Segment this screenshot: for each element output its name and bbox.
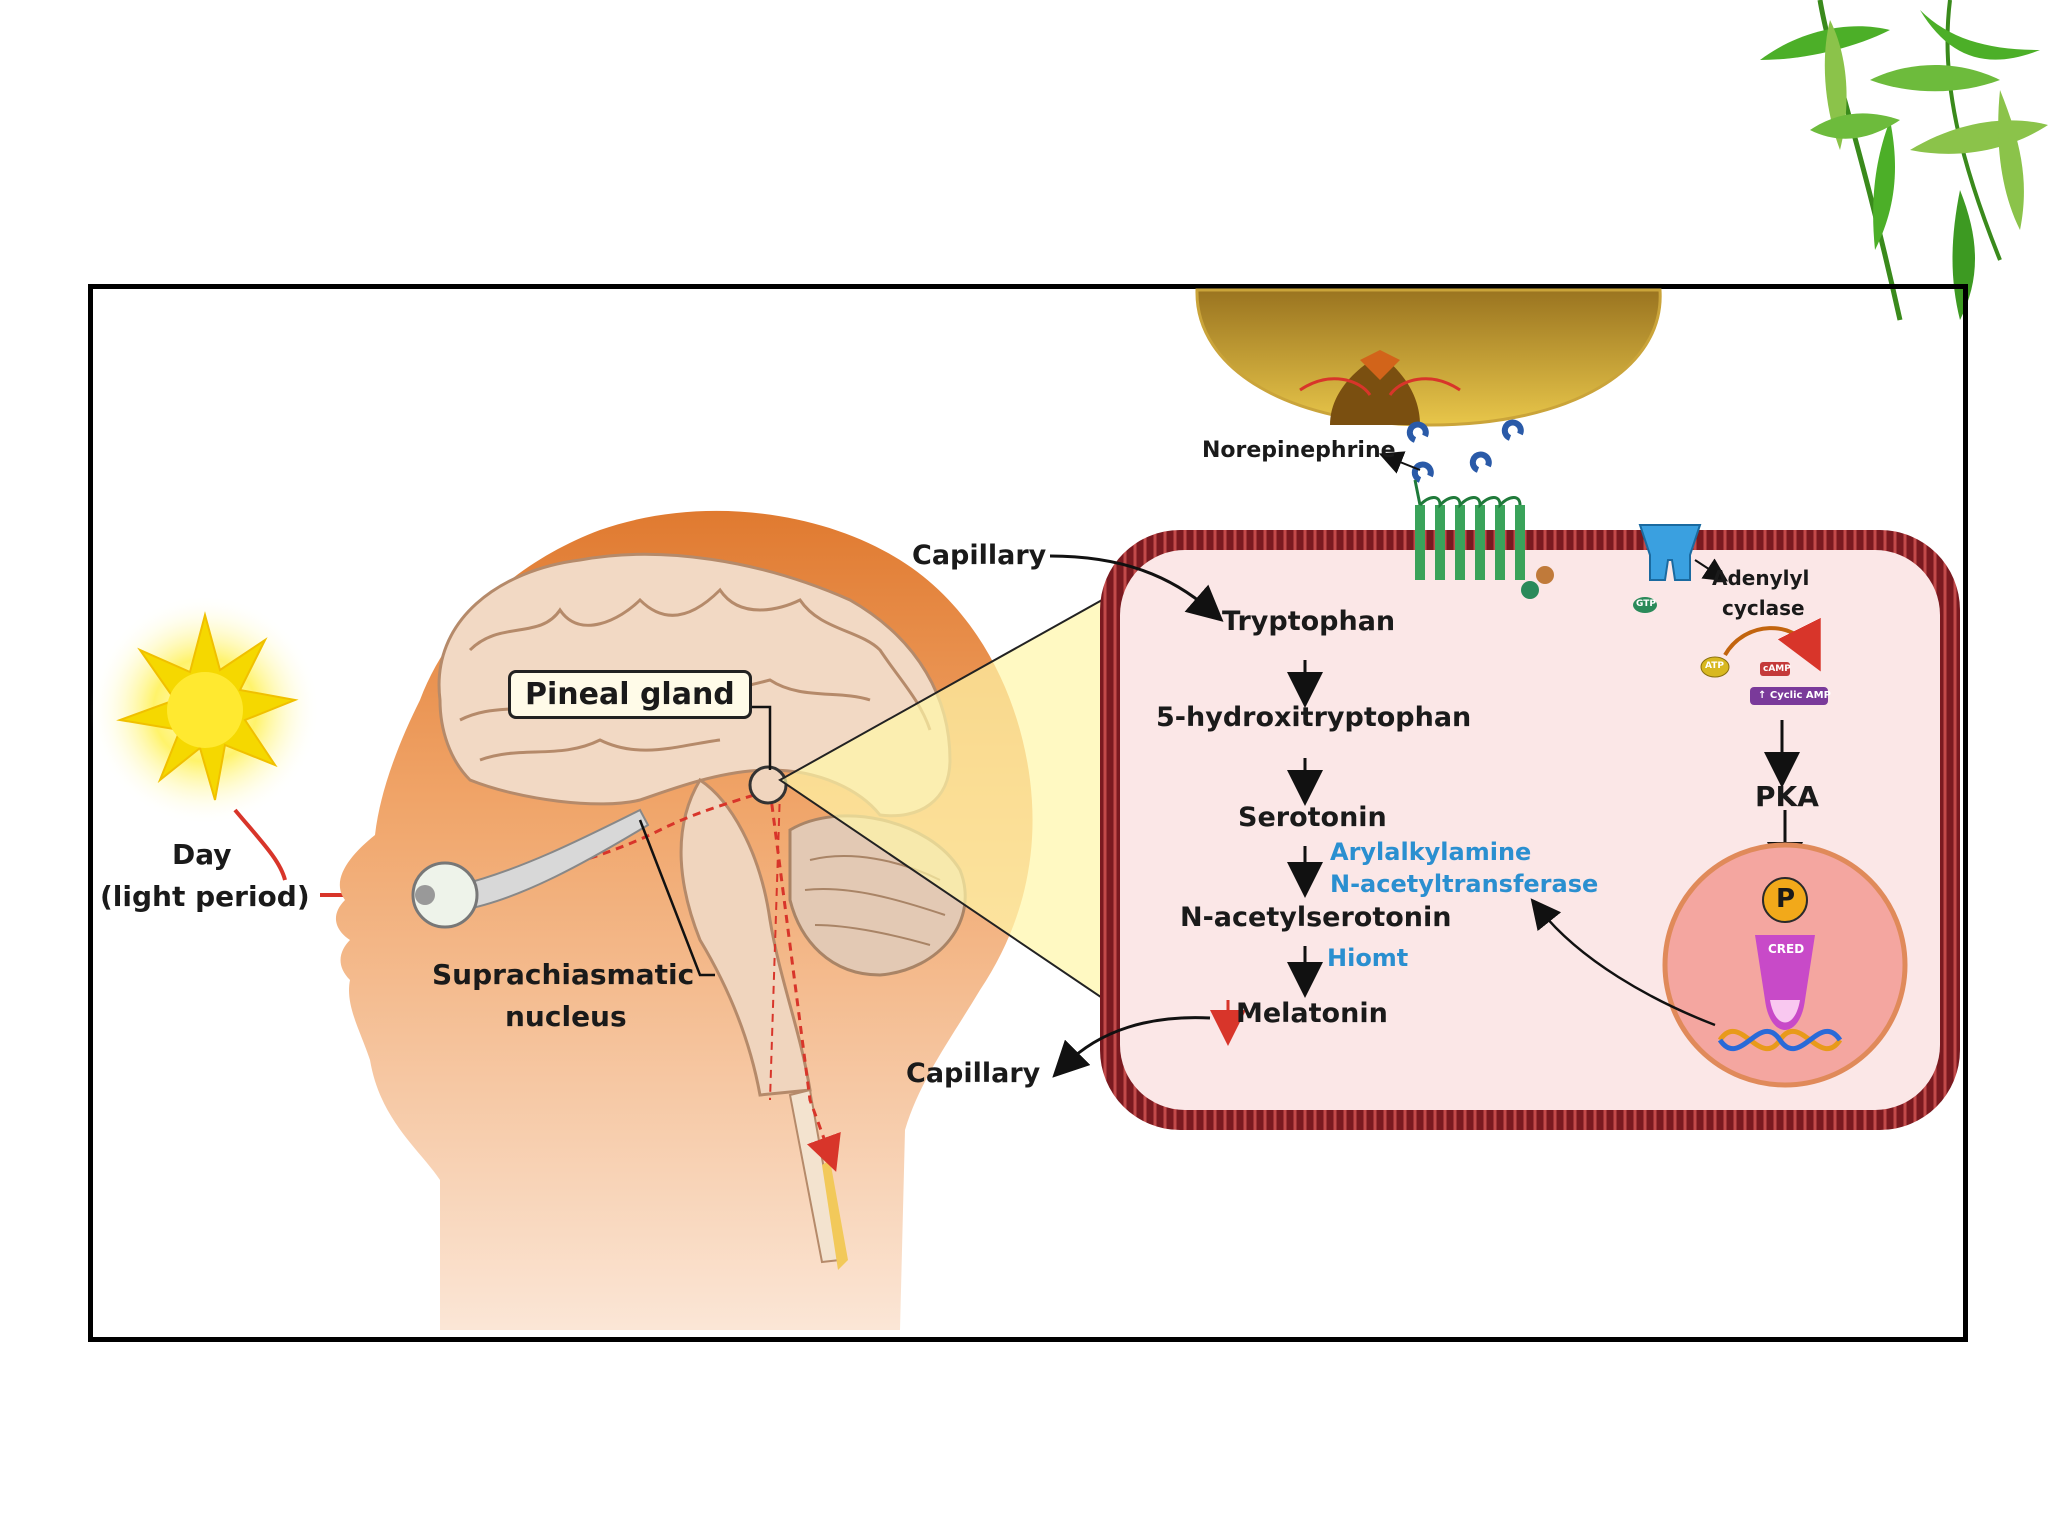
nucleus <box>1662 842 1908 1088</box>
light-period-label: (light period) <box>100 880 310 913</box>
adrenergic-receptor <box>1413 479 1554 599</box>
light-arrow <box>233 808 287 881</box>
cyclic-amp-box <box>1750 687 1828 705</box>
eye-illustration <box>411 808 650 929</box>
sun-icon <box>90 595 320 825</box>
pka-label: PKA <box>1755 780 1819 813</box>
norepinephrine-molecules <box>1406 419 1524 483</box>
phosphate-label: P <box>1776 884 1796 914</box>
hiomt-label: Hiomt <box>1327 944 1409 972</box>
adenylyl-cyclase-icon <box>1633 524 1702 613</box>
aanat-label-line1: Arylalkylamine <box>1330 838 1532 866</box>
cyclic-amp-label: ↑ Cyclic AMP <box>1758 690 1831 701</box>
capillary-in-label: Capillary <box>912 540 1047 571</box>
cred-label: CRED <box>1768 942 1805 956</box>
presynaptic-terminal <box>1195 288 1662 427</box>
camp-label: cAMP <box>1763 664 1791 674</box>
atp-label: ATP <box>1705 661 1725 671</box>
htp-label: 5-hydroxitryptophan <box>1156 702 1472 733</box>
figure-frame <box>88 284 1968 1342</box>
pineal-gland-label: Pineal gland <box>508 670 752 719</box>
atp-icon <box>1700 656 1730 678</box>
n-acetylserotonin-label: N-acetylserotonin <box>1180 902 1452 933</box>
adenylyl-label-line2: cyclase <box>1722 596 1805 620</box>
scn-label-line1: Suprachiasmatic <box>432 958 695 991</box>
norepinephrine-label: Norepinephrine <box>1202 438 1396 463</box>
day-label: Day <box>172 838 232 871</box>
camp-box <box>1760 662 1790 676</box>
adenylyl-label-line1: Adenylyl <box>1712 566 1810 590</box>
tryptophan-label: Tryptophan <box>1222 606 1396 637</box>
scn-label-line2: nucleus <box>505 1000 627 1033</box>
serotonin-label: Serotonin <box>1238 802 1387 833</box>
capillary-out-label: Capillary <box>906 1058 1041 1089</box>
gtp-label: GTP <box>1636 599 1656 609</box>
melatonin-label: Melatonin <box>1236 998 1388 1029</box>
aanat-label-line2: N-acetyltransferase <box>1330 870 1599 898</box>
